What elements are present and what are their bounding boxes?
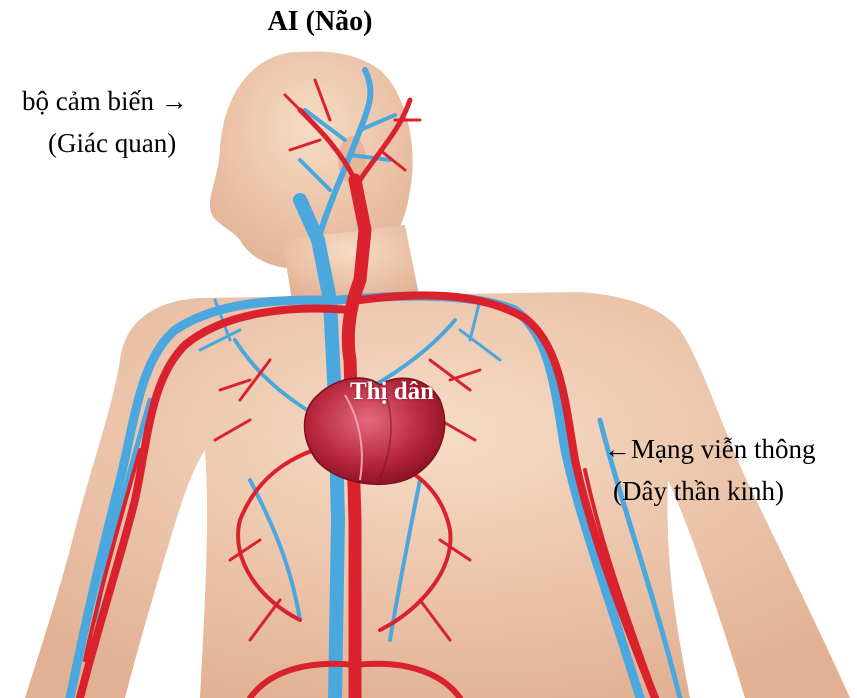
title-label-ai-brain: AI (Não) xyxy=(0,6,640,38)
nerves-label: (Dây thần kinh) xyxy=(613,476,784,507)
citizen-label: Thị dân xyxy=(350,378,434,406)
senses-label: (Giác quan) xyxy=(48,128,176,159)
telecom-network-label: ←Mạng viễn thông xyxy=(604,434,815,465)
sensor-label: bộ cảm biến → xyxy=(22,86,188,117)
